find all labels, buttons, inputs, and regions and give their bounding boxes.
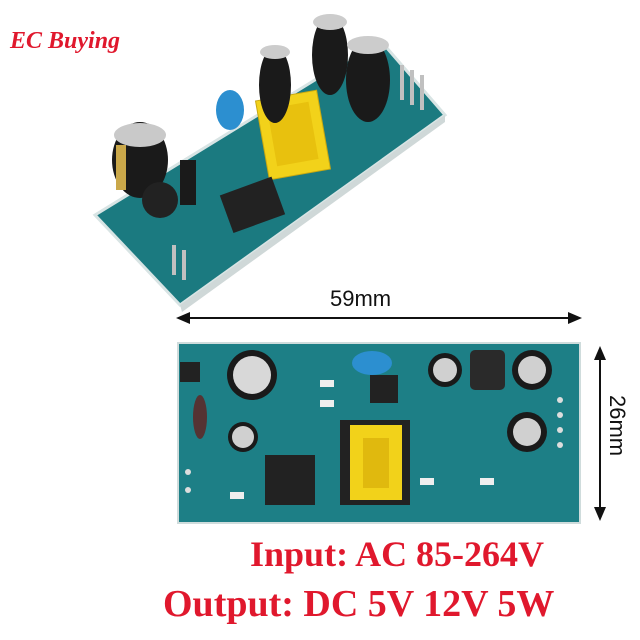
input-spec: Input: AC 85-264V [250, 534, 545, 574]
length-dimension-arrow [176, 312, 582, 324]
width-label: 26mm [605, 395, 630, 457]
width-dimension-arrow [594, 346, 606, 521]
pcb-board-angled [92, 14, 448, 312]
length-label: 59mm [330, 286, 392, 311]
output-spec: Output: DC 5V 12V 5W [163, 583, 555, 625]
brand-watermark: EC Buying [10, 28, 121, 54]
pcb-board-top-view [177, 342, 581, 524]
